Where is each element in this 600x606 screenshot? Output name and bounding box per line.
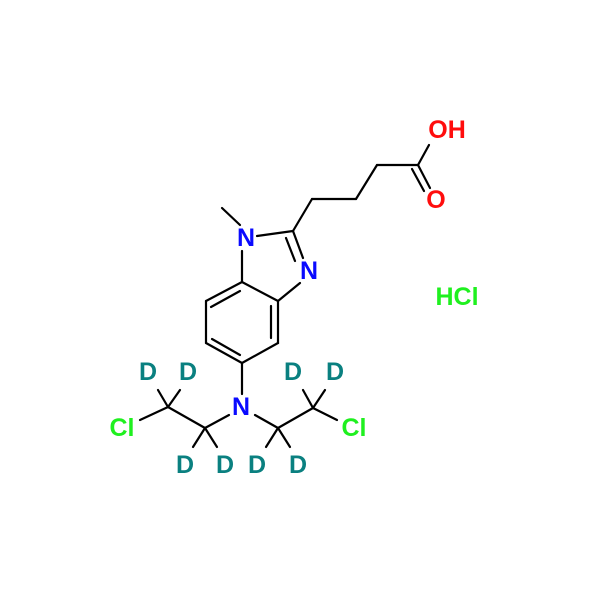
hydroxyl-label: OH [428, 116, 466, 144]
bonds [138, 143, 432, 449]
carbonyl-oxygen-label: O [426, 186, 445, 214]
n3-label: N [300, 257, 318, 285]
deuterium-label: D [216, 451, 234, 479]
amine-n-label: N [232, 393, 250, 421]
deuterium-label: D [179, 358, 197, 386]
deuterium-label: D [289, 451, 307, 479]
n1-label: N [237, 224, 255, 252]
deuterium-label: D [139, 358, 157, 386]
hcl-salt-label: HCl [435, 283, 478, 311]
chlorine-right-label: Cl [342, 414, 367, 442]
deuterium-label: D [284, 358, 302, 386]
deuterium-label: D [326, 358, 344, 386]
deuterium-label: D [248, 451, 266, 479]
deuterium-label: D [176, 451, 194, 479]
chlorine-left-label: Cl [110, 414, 135, 442]
